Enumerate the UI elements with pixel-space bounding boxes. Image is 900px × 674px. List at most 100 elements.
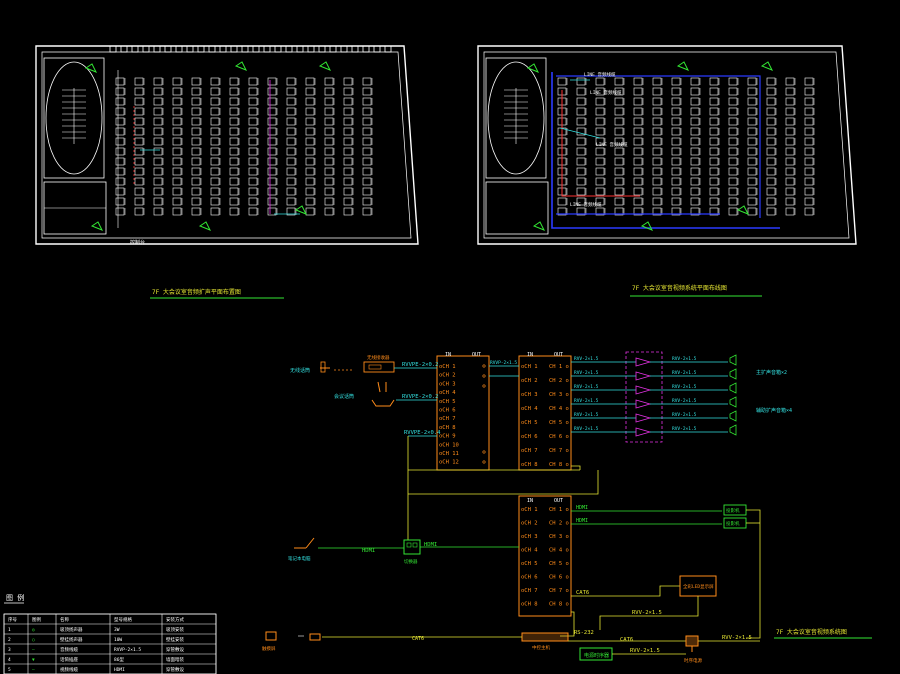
seat bbox=[324, 157, 334, 166]
channel-label: oCH 2 bbox=[439, 373, 456, 379]
seat bbox=[595, 187, 605, 196]
seat bbox=[210, 127, 220, 136]
seat bbox=[248, 97, 258, 106]
channel-label: oCH 3 bbox=[521, 392, 538, 398]
channel-label: oCH 8 bbox=[521, 462, 538, 468]
seat bbox=[134, 147, 144, 156]
seat bbox=[153, 77, 163, 86]
seat bbox=[115, 137, 125, 146]
right-plan-label-3: LINE 音频线缆 bbox=[596, 141, 628, 148]
legend-cell: ◯ bbox=[32, 638, 35, 643]
seat bbox=[286, 127, 296, 136]
seat bbox=[576, 207, 586, 216]
seat bbox=[557, 197, 567, 206]
legend-cell: 2 bbox=[8, 637, 11, 643]
seat bbox=[229, 157, 239, 166]
floor-plan-audio: 控制台 bbox=[35, 45, 419, 246]
seat bbox=[248, 197, 258, 206]
seat bbox=[576, 97, 586, 106]
seat bbox=[766, 177, 776, 186]
seat bbox=[652, 197, 662, 206]
seat bbox=[690, 167, 700, 176]
seat bbox=[229, 167, 239, 176]
amplifier-rack bbox=[625, 351, 663, 443]
seat bbox=[134, 187, 144, 196]
legend-cell: 4 bbox=[8, 657, 11, 663]
hdmi-label-2: HDMI bbox=[424, 542, 437, 548]
seat bbox=[343, 187, 353, 196]
controller-label: 中控主机 bbox=[532, 644, 550, 651]
speaker-icon bbox=[84, 63, 98, 73]
seat bbox=[210, 137, 220, 146]
seat bbox=[153, 107, 163, 116]
seat bbox=[804, 117, 814, 126]
legend-cell: 10W bbox=[114, 637, 122, 643]
seat bbox=[728, 97, 738, 106]
legend-cell: 吸顶安装 bbox=[166, 626, 184, 633]
legend-header: 图例 bbox=[32, 616, 41, 623]
seat bbox=[229, 127, 239, 136]
speaker-icon bbox=[640, 221, 654, 231]
seat bbox=[633, 87, 643, 96]
amp-out-cable-label: RVV-2×1.5 bbox=[672, 398, 697, 404]
seat bbox=[804, 107, 814, 116]
seat bbox=[747, 187, 757, 196]
seat bbox=[248, 117, 258, 126]
channel-label: oCH 4 bbox=[521, 548, 538, 554]
desk-mic-label: 会议话筒 bbox=[334, 393, 354, 400]
seat bbox=[172, 207, 182, 216]
seat bbox=[286, 167, 296, 176]
seat bbox=[248, 207, 258, 216]
legend-cell: 吸顶扬声器 bbox=[60, 626, 83, 633]
seat bbox=[671, 137, 681, 146]
seat bbox=[747, 177, 757, 186]
seat bbox=[747, 107, 757, 116]
legend-cell: 穿管敷设 bbox=[166, 666, 184, 673]
mixer-in-label: IN bbox=[445, 352, 451, 358]
seat bbox=[690, 137, 700, 146]
seat bbox=[576, 107, 586, 116]
channel-label: oCH 3 bbox=[521, 534, 538, 540]
channel-label: CH 2 o bbox=[549, 521, 569, 527]
seat bbox=[633, 207, 643, 216]
seat bbox=[362, 177, 372, 186]
amp-out-cable-label: RVV-2×1.5 bbox=[672, 370, 697, 376]
seat bbox=[362, 77, 372, 86]
seat bbox=[343, 177, 353, 186]
seat bbox=[267, 137, 277, 146]
seat bbox=[343, 127, 353, 136]
seat bbox=[747, 207, 757, 216]
seat bbox=[191, 107, 201, 116]
seat bbox=[804, 147, 814, 156]
amplifier-icon bbox=[635, 413, 652, 423]
seat bbox=[172, 127, 182, 136]
seat bbox=[153, 187, 163, 196]
seat bbox=[229, 87, 239, 96]
svg-text:RVVP-2×1.5: RVVP-2×1.5 bbox=[490, 360, 517, 366]
seat bbox=[709, 117, 719, 126]
seat bbox=[267, 97, 277, 106]
matrix-in-label: IN bbox=[527, 498, 533, 504]
seat bbox=[652, 157, 662, 166]
seat bbox=[633, 137, 643, 146]
channel-label: oCH 9 bbox=[439, 434, 456, 440]
seat bbox=[576, 197, 586, 206]
seat bbox=[134, 127, 144, 136]
channel-label: CH 8 o bbox=[549, 462, 569, 468]
rvv-label-1: RVV-2×1.5 bbox=[632, 610, 662, 616]
seat bbox=[267, 87, 277, 96]
seat bbox=[671, 147, 681, 156]
hdmi-out-label-1: HDMI bbox=[576, 505, 588, 511]
seat bbox=[248, 177, 258, 186]
channel-label: CH 1 o bbox=[549, 507, 569, 513]
seat bbox=[153, 117, 163, 126]
seat bbox=[766, 147, 776, 156]
seat bbox=[153, 137, 163, 146]
amp-out-cable-label: RVV-2×1.5 bbox=[672, 356, 697, 362]
seat bbox=[343, 117, 353, 126]
seat bbox=[210, 117, 220, 126]
cat6-label-1: CAT6 bbox=[576, 590, 589, 596]
seat bbox=[652, 167, 662, 176]
seat bbox=[747, 197, 757, 206]
channel-label: oCH 7 bbox=[521, 448, 538, 454]
